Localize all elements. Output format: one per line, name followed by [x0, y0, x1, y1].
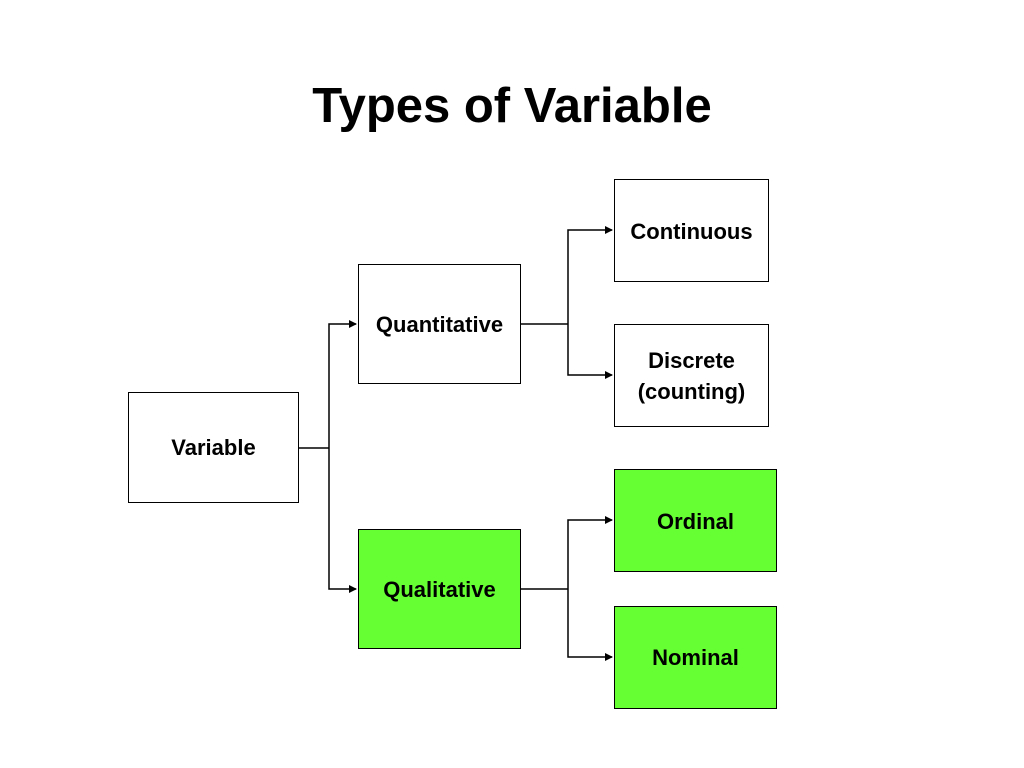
- node-ordinal-label: Ordinal: [656, 509, 734, 534]
- node-qualitative-label: Qualitative: [383, 576, 496, 602]
- page-title: Types of Variable: [312, 79, 712, 133]
- node-continuous: Continuous: [614, 179, 769, 282]
- node-discrete-label: Discrete (counting): [637, 347, 746, 404]
- node-ordinal: Ordinal: [614, 469, 777, 572]
- node-discrete: Discrete (counting): [614, 324, 769, 427]
- node-quantitative-label: Quantitative: [375, 311, 504, 337]
- node-nominal-label: Nominal: [652, 645, 739, 670]
- node-variable: Variable: [128, 392, 299, 503]
- node-quantitative: Quantitative: [358, 264, 521, 384]
- connector-qualitative-nominal: [567, 589, 613, 661]
- connector-variable-quantitative: [328, 320, 357, 448]
- connector-qualitative-ordinal: [567, 516, 613, 589]
- connector-variable-qualitative: [328, 448, 357, 593]
- node-qualitative: Qualitative: [358, 529, 521, 649]
- connector-quantitative-discrete: [567, 324, 613, 379]
- node-nominal: Nominal: [614, 606, 777, 709]
- node-variable-label: Variable: [171, 435, 256, 460]
- connector-quantitative-continuous: [567, 226, 613, 324]
- node-continuous-label: Continuous: [630, 219, 753, 244]
